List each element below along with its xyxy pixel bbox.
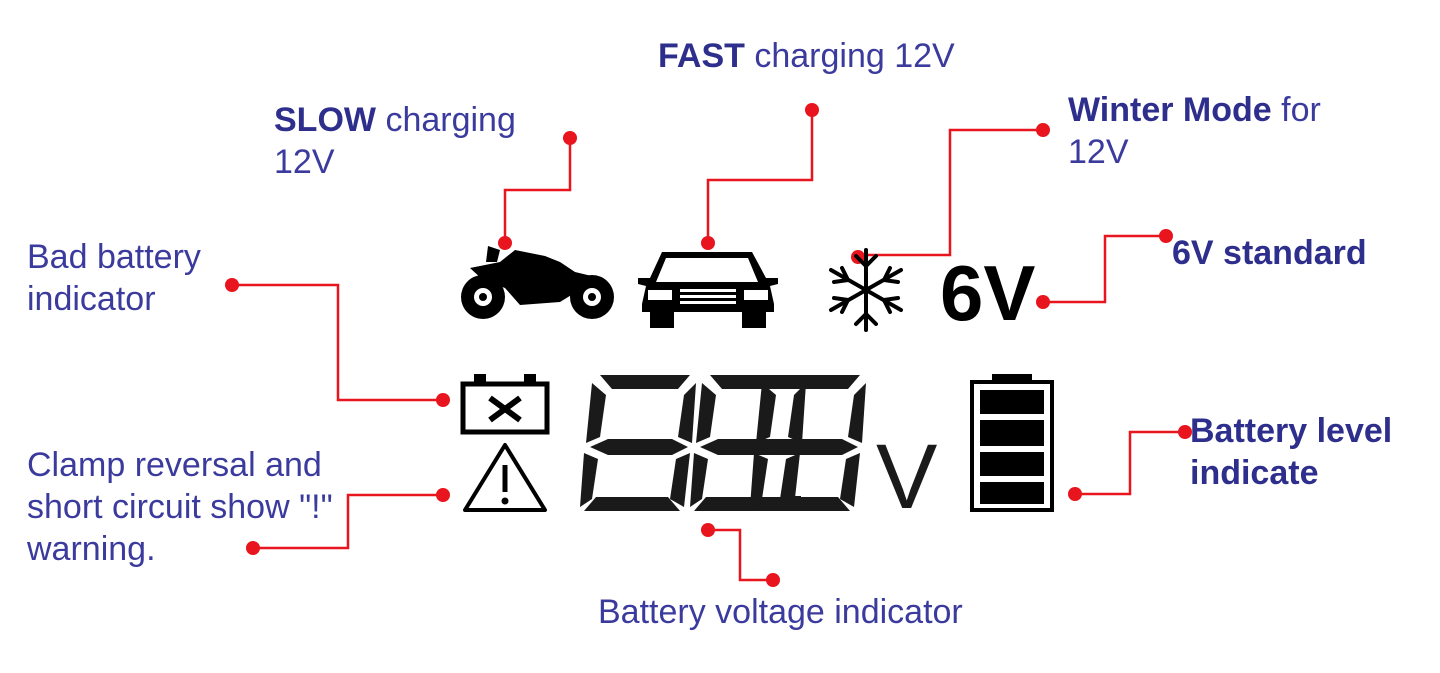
- slow-charging-label: SLOW charging 12V: [274, 99, 516, 183]
- dot-slow-label: [563, 131, 577, 145]
- dot-bad-battery-icon: [436, 393, 450, 407]
- dot-bad-battery-label: [225, 278, 239, 292]
- six-v-standard-label: 6V standard: [1172, 234, 1367, 272]
- bad-battery-line2: indicator: [27, 280, 156, 318]
- dot-clamp-label: [246, 541, 260, 555]
- motorcycle-icon: [461, 246, 614, 319]
- battery-x-icon: [460, 374, 550, 435]
- dot-battery-level-label: [1178, 425, 1192, 439]
- battery-voltage-label: Battery voltage indicator: [598, 593, 963, 631]
- slow-line2: 12V: [274, 143, 335, 181]
- leader-line-slow: [503, 138, 572, 243]
- bad-battery-line1: Bad battery: [27, 238, 201, 276]
- winter-mode-label: Winter Mode for 12V: [1068, 89, 1321, 173]
- dot-voltage-digits: [701, 523, 715, 537]
- dot-battery-level-icon: [1068, 487, 1082, 501]
- fast-bold: FAST: [658, 37, 745, 75]
- winter-rest: for: [1281, 91, 1321, 129]
- battery-level-line1: Battery level: [1190, 412, 1393, 450]
- six-v-indicator: 6V: [940, 249, 1035, 337]
- clamp-reversal-label: Clamp reversal and short circuit show "!…: [27, 444, 333, 570]
- slow-bold: SLOW: [274, 101, 376, 139]
- battery-level-label: Battery level indicate: [1190, 410, 1392, 494]
- bad-battery-label: Bad battery indicator: [27, 236, 201, 320]
- battery-level-line2: indicate: [1190, 454, 1319, 492]
- dot-fast-icon: [701, 236, 715, 250]
- clamp-line1: Clamp reversal and: [27, 446, 322, 484]
- dot-fast-label: [805, 103, 819, 117]
- car-icon: [638, 252, 778, 328]
- winter-line2: 12V: [1068, 133, 1129, 171]
- dot-slow-icon: [498, 236, 512, 250]
- fast-rest: charging 12V: [754, 37, 955, 75]
- dot-voltage-label: [766, 573, 780, 587]
- warning-triangle-icon: [463, 443, 547, 512]
- voltage-unit: V: [876, 426, 937, 528]
- dot-6v-icon: [1036, 295, 1050, 309]
- battery-level-icon: [970, 374, 1054, 512]
- clamp-line3: warning.: [27, 530, 156, 568]
- lcd-digit-1: [580, 375, 696, 511]
- fast-charging-label: FAST charging 12V: [658, 35, 955, 77]
- leader-line-6v: [1043, 234, 1166, 304]
- dot-6v-label: [1159, 229, 1173, 243]
- leader-line-clamp: [253, 493, 443, 550]
- voltage-digits: [580, 375, 866, 511]
- snowflake-icon: [829, 248, 903, 332]
- leader-dots: [225, 103, 1192, 587]
- dot-clamp-icon: [436, 488, 450, 502]
- winter-bold: Winter Mode: [1068, 91, 1272, 129]
- leader-line-bad-battery: [232, 283, 443, 402]
- leader-line-fast: [706, 110, 814, 243]
- leader-line-winter: [858, 128, 1043, 257]
- leader-line-voltage: [708, 528, 773, 582]
- slow-rest: charging: [385, 101, 516, 139]
- dot-winter-label: [1036, 123, 1050, 137]
- leader-line-battery-level: [1075, 430, 1185, 496]
- leader-lines: [232, 110, 1185, 582]
- clamp-line2: short circuit show "!": [27, 488, 333, 526]
- lcd-digit-3: [750, 375, 866, 511]
